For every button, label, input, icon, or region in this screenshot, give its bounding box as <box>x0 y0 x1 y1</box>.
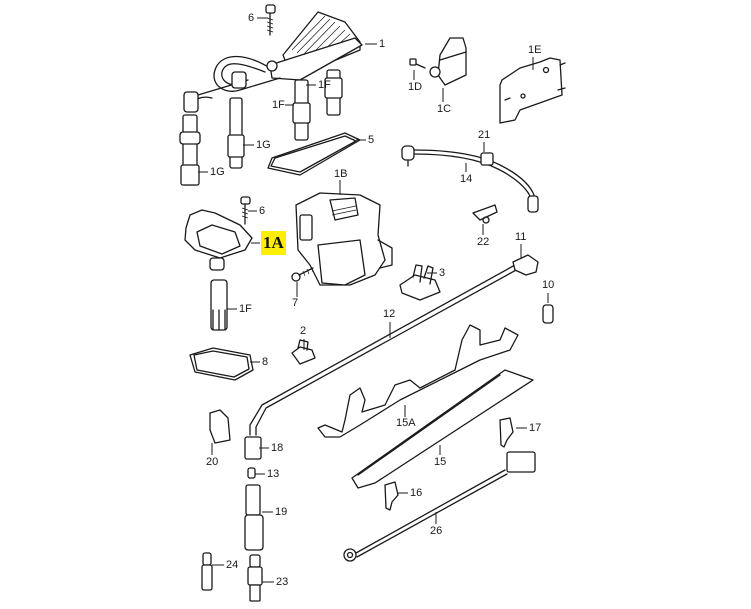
coil-pack-assembly <box>179 4 363 186</box>
callout-12: 12 <box>383 308 396 320</box>
clip-22 <box>472 204 498 221</box>
screw-7 <box>291 266 314 282</box>
callout-19: 19 <box>275 506 288 518</box>
callout-18: 18 <box>271 442 284 454</box>
callout-1d: 1D <box>408 81 423 93</box>
callout-1g: 1G <box>210 166 225 178</box>
highlighted-callout-1a: 1A <box>261 231 286 255</box>
callout-11: 11 <box>515 231 527 243</box>
callout-3: 3 <box>439 267 446 279</box>
sleeve-18 <box>244 436 262 460</box>
gasket-5 <box>267 132 361 176</box>
bracket-15a <box>317 324 519 438</box>
knock-sensor-26 <box>343 451 536 562</box>
callout-16: 16 <box>410 487 423 499</box>
callout-10: 10 <box>542 279 555 291</box>
control-unit-1c <box>409 37 467 86</box>
callout-21: 21 <box>478 129 491 141</box>
callout-1: 1 <box>379 38 386 50</box>
callout-1f: 1F <box>239 303 252 315</box>
callout-17: 17 <box>529 422 542 434</box>
callout-1b: 1B <box>334 168 348 180</box>
callout-23: 23 <box>276 576 289 588</box>
callout-13: 13 <box>267 468 280 480</box>
callout-6: 6 <box>259 205 266 217</box>
callout-20: 20 <box>206 456 219 468</box>
sensor-lead-14 <box>401 145 539 213</box>
clip-17 <box>499 417 514 448</box>
lead-12 <box>249 254 539 436</box>
callout-6: 6 <box>248 12 255 24</box>
callout-22: 22 <box>477 236 490 248</box>
callout-24: 24 <box>226 559 239 571</box>
callout-14: 14 <box>460 173 473 185</box>
sensor-10 <box>542 304 554 324</box>
callout-5: 5 <box>368 134 375 146</box>
gasket-8 <box>189 347 254 381</box>
part-20 <box>209 409 231 444</box>
callout-1e: 1E <box>528 44 542 56</box>
glow-plug-24 <box>201 552 213 591</box>
callout-15a: 15A <box>396 417 416 429</box>
rail-15 <box>351 369 534 489</box>
connector-19 <box>244 484 264 551</box>
spring-13 <box>247 467 256 479</box>
callout-15: 15 <box>434 456 447 468</box>
callout-1f: 1F <box>272 99 285 111</box>
spark-plug-23 <box>247 554 263 602</box>
callout-7: 7 <box>292 297 299 309</box>
callout-1f: 1F <box>318 79 331 91</box>
callout-1c: 1C <box>437 103 452 115</box>
callout-26: 26 <box>430 525 443 537</box>
boot-1f <box>210 279 228 331</box>
clip-16 <box>384 481 399 511</box>
module-1b <box>295 192 393 286</box>
ignition-coil-1a <box>184 196 253 271</box>
callout-8: 8 <box>262 356 269 368</box>
callout-1g: 1G <box>256 139 271 151</box>
leader-lines <box>198 17 549 583</box>
callout-2: 2 <box>300 325 307 337</box>
